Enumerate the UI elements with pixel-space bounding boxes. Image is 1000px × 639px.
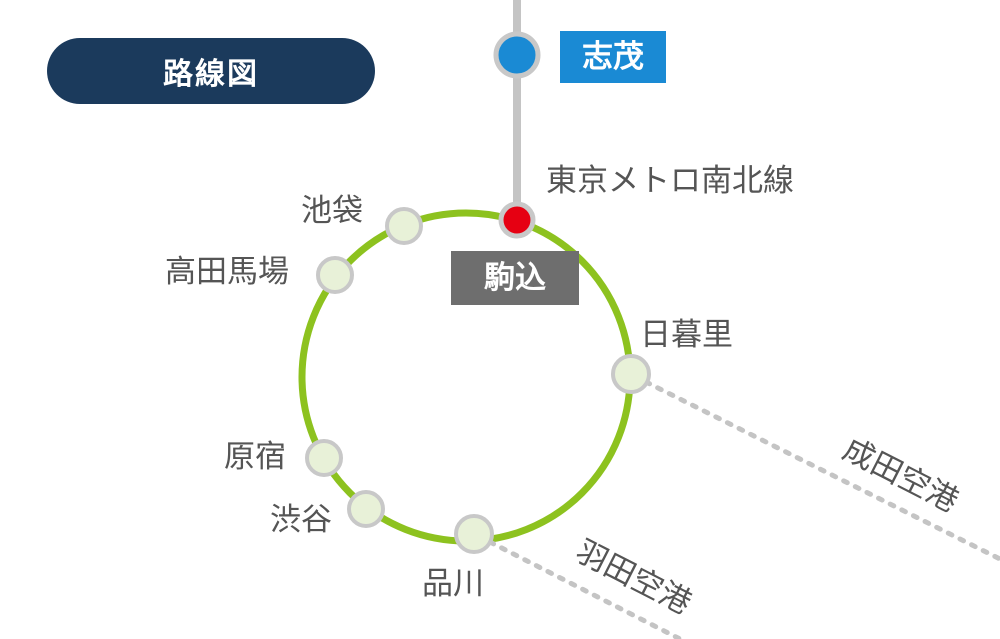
station-label-takadanobaba[interactable]: 高田馬場: [165, 254, 289, 290]
line-name-label: 東京メトロ南北線: [546, 163, 794, 199]
station-marker-harajuku[interactable]: [305, 439, 343, 477]
station-label-ikebukuro[interactable]: 池袋: [301, 193, 363, 229]
station-marker-ikebukuro[interactable]: [385, 207, 423, 245]
haneda-route-line: [487, 539, 683, 639]
station-label-shibuya[interactable]: 渋谷: [270, 502, 332, 538]
narita-route-line: [643, 379, 1000, 562]
map-title: 路線図: [47, 38, 375, 104]
station-marker-komagome[interactable]: [498, 201, 536, 239]
station-label-shigeru[interactable]: 志茂: [560, 31, 666, 83]
station-label-harajuku[interactable]: 原宿: [224, 439, 286, 475]
station-marker-shibuya[interactable]: [347, 490, 385, 528]
station-label-nippori[interactable]: 日暮里: [640, 317, 733, 353]
station-marker-shinagawa[interactable]: [454, 514, 494, 554]
station-marker-nippori[interactable]: [611, 354, 651, 394]
station-marker-shigeru[interactable]: [493, 31, 541, 79]
station-label-shinagawa[interactable]: 品川: [422, 566, 484, 602]
station-label-komagome[interactable]: 駒込: [451, 251, 579, 305]
station-marker-takadanobaba[interactable]: [316, 256, 354, 294]
